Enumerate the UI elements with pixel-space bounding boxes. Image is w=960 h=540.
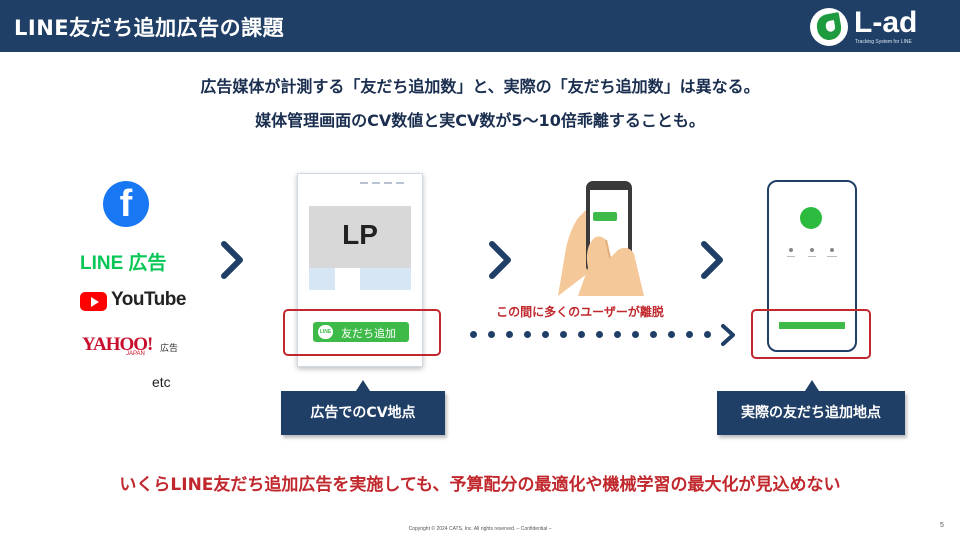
smartphone-hand-icon xyxy=(558,181,644,296)
add-friend-button[interactable]: LINE 友だち追加 xyxy=(313,322,409,342)
actual-point-callout: 実際の友だち追加地点 xyxy=(717,391,905,435)
flow-dot xyxy=(704,331,711,338)
ad-cv-highlight xyxy=(283,309,441,356)
flow-dot xyxy=(614,331,621,338)
youtube-logo: YouTube xyxy=(80,289,186,314)
friend-add-button[interactable] xyxy=(779,322,845,329)
flow-dot xyxy=(668,331,675,338)
copyright: Copyright © 2024 CATS, Inc. All rights r… xyxy=(408,526,552,532)
facebook-icon: f xyxy=(103,181,149,227)
actual-cv-highlight xyxy=(751,309,871,359)
line-ad-logo: LINE 広告 xyxy=(80,253,167,274)
page-title: LINE友だち追加広告の課題 xyxy=(14,16,285,40)
flow-dot xyxy=(542,331,549,338)
leaf-icon xyxy=(810,8,848,46)
flow-dot xyxy=(632,331,639,338)
add-friend-label: 友だち追加 xyxy=(341,327,396,340)
bottom-message: いくらLINE友だち追加広告を実施しても、予算配分の最適化や機械学習の最大化が見… xyxy=(119,475,841,495)
drop-off-label: この間に多くのユーザーが離脱 xyxy=(496,305,664,319)
lp-hero-image: LP xyxy=(309,206,411,268)
etc-label: etc xyxy=(152,374,171,390)
page-number: 5 xyxy=(940,522,944,529)
profile-avatar xyxy=(800,207,822,229)
lead-line-2: 媒体管理画面のCV数値と実CV数が5〜10倍乖離することも。 xyxy=(255,111,705,130)
chevron-right-icon xyxy=(721,324,735,346)
callout-pointer xyxy=(356,380,370,391)
chevron-right-icon xyxy=(701,241,723,279)
header-bar: LINE友だち追加広告の課題 L-ad Tracking System for … xyxy=(0,0,960,52)
chevron-right-icon xyxy=(221,241,243,279)
play-icon xyxy=(80,292,107,311)
yahoo-japan-label: JAPAN xyxy=(126,351,145,357)
yahoo-ad-label: 広告 xyxy=(160,344,179,354)
flow-dot xyxy=(578,331,585,338)
flow-dot xyxy=(596,331,603,338)
line-friend-screen-mockup xyxy=(767,180,857,352)
yahoo-logo: YAHOO! xyxy=(82,334,153,355)
flow-dot xyxy=(650,331,657,338)
logo-text: L-ad xyxy=(854,6,918,39)
flow-dot xyxy=(560,331,567,338)
lead-line-1: 広告媒体が計測する「友だち追加数」と、実際の「友だち追加数」は異なる。 xyxy=(200,77,760,96)
logo-subtitle: Tracking System for LINE xyxy=(855,39,912,45)
l-ad-logo: L-ad Tracking System for LINE xyxy=(810,6,930,46)
callout-pointer xyxy=(805,380,819,391)
flow-dot xyxy=(524,331,531,338)
flow-dot xyxy=(686,331,693,338)
flow-dot xyxy=(488,331,495,338)
line-icon: LINE xyxy=(318,325,333,339)
chevron-right-icon xyxy=(489,241,511,279)
flow-dot xyxy=(506,331,513,338)
lp-label: LP xyxy=(342,219,378,250)
ad-cv-callout: 広告でのCV地点 xyxy=(281,391,445,435)
flow-dot xyxy=(470,331,477,338)
